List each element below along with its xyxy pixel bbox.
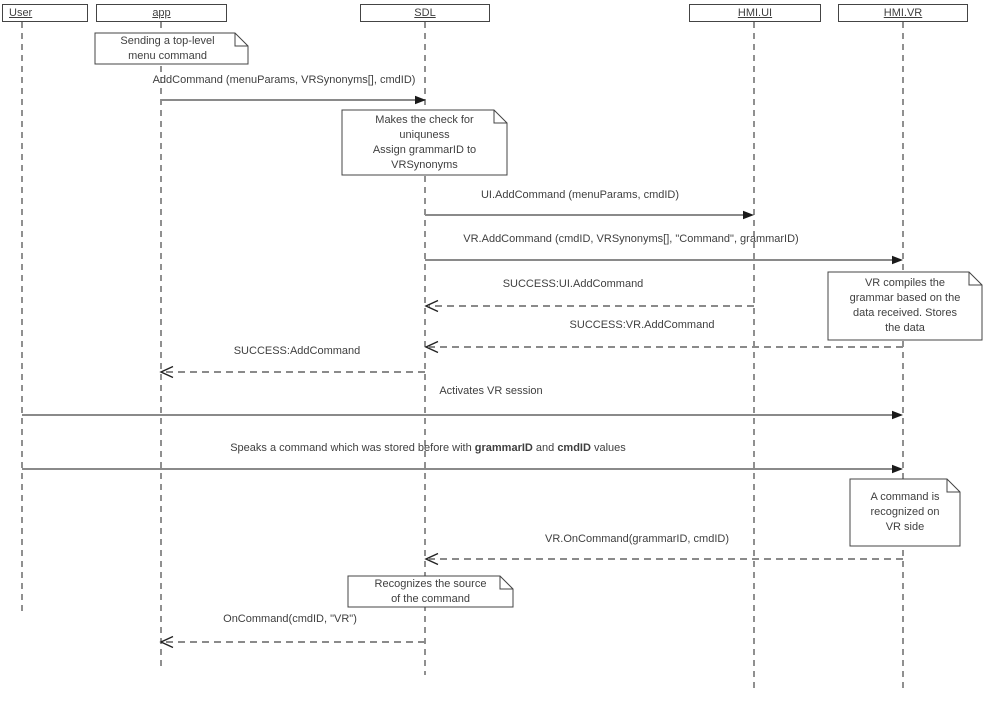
message-label-vr-addcommand: VR.AddCommand (cmdID, VRSynonyms[], "Com…: [463, 233, 799, 245]
note-shape-sending-top-level: [94, 32, 249, 65]
speaks-command-text-post: values: [590, 442, 626, 454]
participant-hmi-vr: HMI.VR: [838, 4, 968, 22]
message-arrow-addcommand: [161, 95, 426, 105]
message-label-success-ui-addcommand: SUCCESS:UI.AddCommand: [502, 278, 644, 290]
participant-hmi-ui-label: HMI.UI: [737, 7, 773, 19]
message-arrow-success-ui-addcommand: [424, 299, 754, 313]
message-label-oncommand: OnCommand(cmdID, "VR"): [223, 613, 357, 625]
message-label-speaks-command: Speaks a command which was stored before…: [230, 442, 626, 454]
speaks-command-grammarid: grammarID: [474, 442, 533, 454]
message-label-activates-vr-session: Activates VR session: [439, 385, 543, 397]
message-label-ui-addcommand: UI.AddCommand (menuParams, cmdID): [480, 189, 680, 201]
speaks-command-cmdid: cmdID: [557, 442, 591, 454]
participant-app: app: [96, 4, 227, 22]
message-label-vr-oncommand: VR.OnCommand(grammarID, cmdID): [545, 533, 729, 545]
message-arrow-success-vr-addcommand: [424, 340, 903, 354]
participant-sdl-label: SDL: [414, 7, 436, 19]
message-label-success-addcommand: SUCCESS:AddCommand: [233, 345, 361, 357]
note-shape-uniqueness-check: [341, 109, 508, 176]
note-shape-recognizes-source: [347, 575, 514, 608]
message-arrow-activates-vr-session: [22, 410, 903, 420]
participant-hmi-vr-label: HMI.VR: [883, 7, 923, 19]
message-arrow-success-addcommand: [159, 365, 425, 379]
message-label-addcommand: AddCommand (menuParams, VRSynonyms[], cm…: [152, 74, 416, 86]
message-arrow-speaks-command: [22, 464, 903, 474]
participant-app-label: app: [152, 7, 171, 19]
speaks-command-text-pre: Speaks a command which was stored before…: [230, 442, 475, 454]
note-shape-command-recognized: [849, 478, 961, 547]
message-arrow-vr-oncommand: [424, 552, 903, 566]
participant-user-label: User: [9, 7, 33, 19]
message-arrow-vr-addcommand: [425, 255, 903, 265]
participant-hmi-ui: HMI.UI: [689, 4, 821, 22]
message-arrow-ui-addcommand: [425, 210, 754, 220]
participant-user: User: [2, 4, 88, 22]
message-arrow-oncommand: [159, 635, 425, 649]
note-shape-vr-compiles: [827, 271, 983, 341]
message-label-success-vr-addcommand: SUCCESS:VR.AddCommand: [569, 319, 715, 331]
speaks-command-text-mid: and: [532, 442, 558, 454]
participant-sdl: SDL: [360, 4, 490, 22]
